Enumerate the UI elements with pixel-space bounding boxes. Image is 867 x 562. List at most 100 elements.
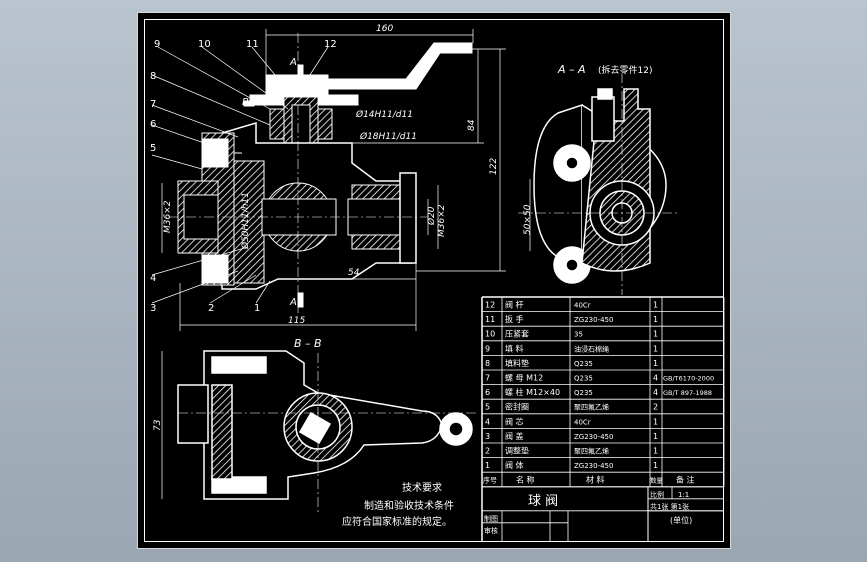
bom-row-qty: 1 xyxy=(653,344,658,353)
bom-title: 球 阀 xyxy=(528,494,558,509)
bom-row-no: 8 xyxy=(485,359,490,368)
part-no-2: 2 xyxy=(208,303,214,314)
bom-row-name: 阀 盖 xyxy=(505,431,524,441)
bom-row-material: Q235 xyxy=(574,360,593,368)
bom-row-material: 40Cr xyxy=(574,418,591,426)
bom-row-qty: 1 xyxy=(653,461,658,470)
bom-row-name: 填 料 xyxy=(505,343,524,353)
part-no-7: 7 xyxy=(150,99,156,110)
bom-row-note: GB/T 897-1988 xyxy=(663,389,712,397)
bom-row-qty: 1 xyxy=(653,447,658,456)
bom-unit: (单位) xyxy=(670,515,692,525)
handle-part xyxy=(327,42,473,90)
section-a-bottom: A xyxy=(289,297,297,308)
dim-54: 54 xyxy=(348,268,360,278)
technical-requirements: 技术要求 制造和验收技术条件 应符合国家标准的规定。 xyxy=(342,481,454,528)
dim-50x50: 50×50 xyxy=(523,204,533,235)
bom-header-material: 材 料 xyxy=(586,475,605,485)
part-no-1: 1 xyxy=(254,303,260,314)
section-a-a-title: A – A xyxy=(557,63,586,76)
dim-fit-lower: Ø18H11/d11 xyxy=(359,131,417,142)
bom-row-material: ZG230-450 xyxy=(574,316,613,324)
part-no-8: 8 xyxy=(150,71,156,82)
main-view xyxy=(151,29,506,331)
bom-row-no: 3 xyxy=(485,432,490,441)
part-no-9: 9 xyxy=(154,39,160,50)
dim-thread-left: M36×2 xyxy=(163,200,173,233)
dim-20: Ø20 xyxy=(426,206,437,226)
bom-header-note: 备 注 xyxy=(676,475,695,485)
bom-row-qty: 1 xyxy=(653,330,658,339)
bom-row-material: 35 xyxy=(574,331,583,339)
bom-row-qty: 4 xyxy=(653,388,658,397)
bom-row-no: 1 xyxy=(485,461,490,470)
bom-row-material: 聚四氟乙烯 xyxy=(574,403,609,412)
tech-req-line1: 制造和验收技术条件 xyxy=(364,499,454,512)
bom-header-name: 名 称 xyxy=(516,475,535,485)
drawing-sheet: 9 10 11 12 8 7 6 5 4 3 2 1 A A B 160 Ø14… xyxy=(137,12,731,549)
main-view-labels: 9 10 11 12 8 7 6 5 4 3 2 1 A A B 160 Ø14… xyxy=(150,24,499,326)
bom-row-qty: 1 xyxy=(653,359,658,368)
bom-row-name: 压紧套 xyxy=(505,329,529,339)
dim-160: 160 xyxy=(376,24,393,34)
bom-row-material: ZG230-450 xyxy=(574,462,613,470)
bom-row-qty: 1 xyxy=(653,417,658,426)
dim-122: 122 xyxy=(489,158,499,175)
bom-row-qty: 1 xyxy=(653,432,658,441)
bom-row-no: 6 xyxy=(485,388,490,397)
section-b-b-labels: B – B 73 xyxy=(153,337,322,431)
section-a-a-labels: A – A (拆去零件12) 50×50 xyxy=(523,63,652,235)
bom-row-name: 螺 柱 M12×40 xyxy=(505,387,560,397)
bom-row-material: 聚四氟乙烯 xyxy=(574,447,609,456)
bom-checked-by: 审核 xyxy=(484,526,498,535)
dim-fit-upper: Ø14H11/d11 xyxy=(355,109,413,120)
bom-row-qty: 4 xyxy=(653,374,658,383)
cad-drawing: 9 10 11 12 8 7 6 5 4 3 2 1 A A B 160 Ø14… xyxy=(150,24,725,542)
tech-req-line2: 应符合国家标准的规定。 xyxy=(342,515,452,528)
bom-row-name: 填料垫 xyxy=(505,358,529,368)
part-no-5: 5 xyxy=(150,143,156,154)
section-a-a-note: (拆去零件12) xyxy=(598,64,652,76)
part-no-11: 11 xyxy=(246,39,259,50)
bom-row-no: 10 xyxy=(485,330,495,339)
bom-header-qty: 数量 xyxy=(650,476,664,485)
bom-row-no: 5 xyxy=(485,403,490,412)
section-b-b-title: B – B xyxy=(294,337,322,350)
tech-req-title: 技术要求 xyxy=(402,481,442,494)
bom-drawn-by: 制图 xyxy=(484,514,498,523)
bom-scale-label: 比例 xyxy=(650,490,664,499)
part-no-6: 6 xyxy=(150,119,156,130)
part-no-4: 4 xyxy=(150,273,156,284)
dim-thread-right: M36×2 xyxy=(437,204,447,237)
part-no-10: 10 xyxy=(198,39,211,50)
section-b-b-view xyxy=(161,350,478,513)
bom-row-no: 2 xyxy=(485,447,490,456)
section-b-left: B xyxy=(242,97,249,108)
bom-row-material: Q235 xyxy=(574,375,593,383)
bom-row-qty: 1 xyxy=(653,315,658,324)
bom-row-name: 密封圈 xyxy=(505,402,529,412)
dim-115: 115 xyxy=(288,316,305,326)
bom-row-no: 11 xyxy=(485,315,495,324)
bom-header-no: 序号 xyxy=(483,476,497,485)
bom-row-material: ZG230-450 xyxy=(574,433,613,441)
dim-73: 73 xyxy=(153,419,163,431)
dim-84: 84 xyxy=(467,119,477,131)
section-a-a-view xyxy=(518,73,678,295)
part-no-12: 12 xyxy=(324,39,337,50)
bom-sheets: 共1张 第1张 xyxy=(650,502,689,511)
bom-row-note: GB/T6170-2000 xyxy=(663,375,714,383)
bom-row-name: 阀 体 xyxy=(505,460,524,470)
bom-row-qty: 1 xyxy=(653,301,658,310)
bom-row-no: 7 xyxy=(485,374,490,383)
section-a-top: A xyxy=(289,57,297,68)
part-no-3: 3 xyxy=(150,303,156,314)
bom-row-material: Q235 xyxy=(574,389,593,397)
bom-scale-value: 1:1 xyxy=(678,491,689,499)
stem-top xyxy=(265,74,329,98)
bom-row-no: 4 xyxy=(485,417,490,426)
bom-row-material: 40Cr xyxy=(574,302,591,310)
bom-row-name: 扳 手 xyxy=(505,314,524,324)
bom-row-name: 调整垫 xyxy=(505,446,529,456)
bom-row-no: 9 xyxy=(485,344,490,353)
